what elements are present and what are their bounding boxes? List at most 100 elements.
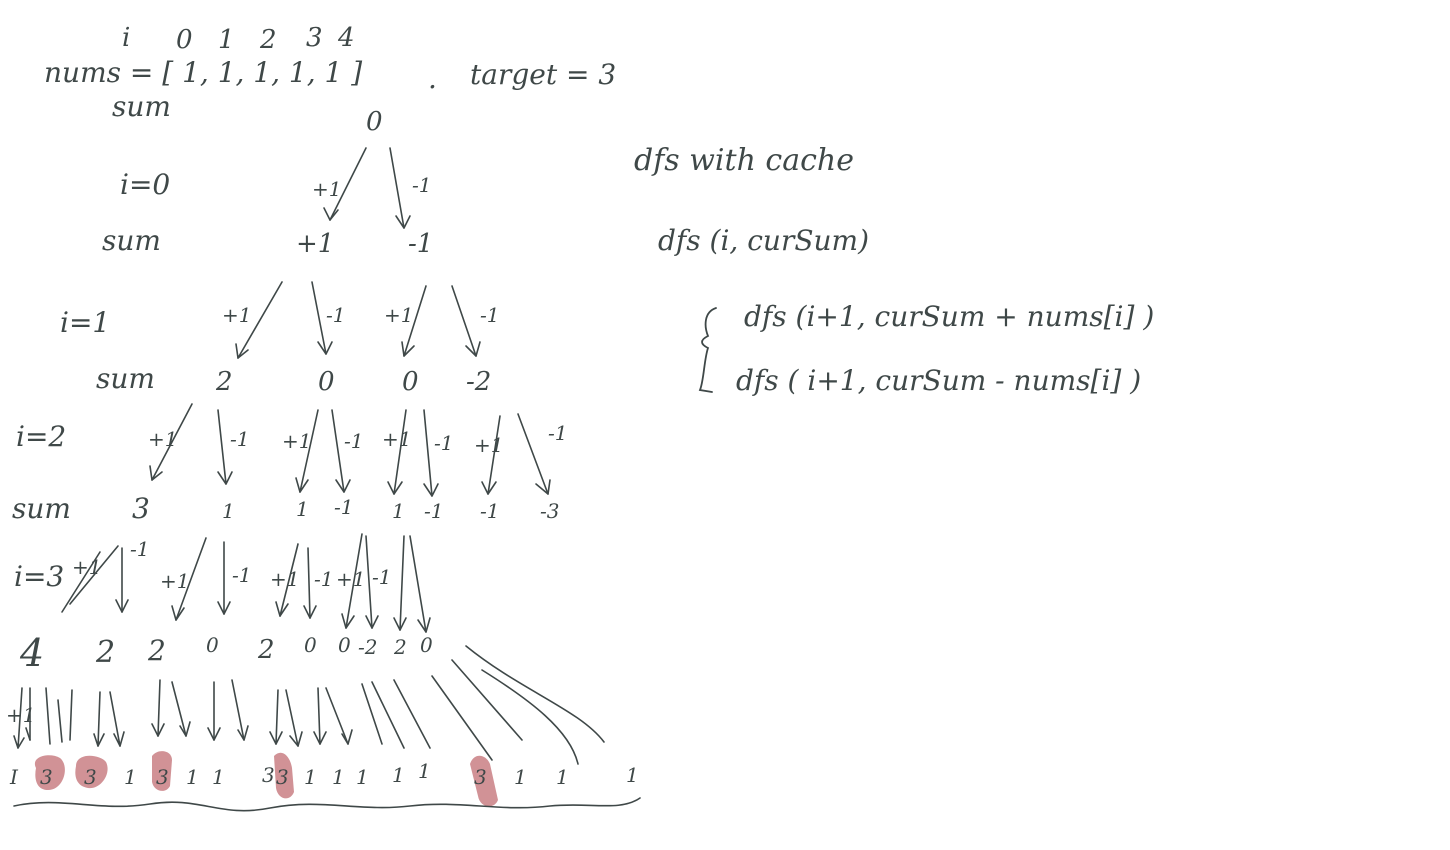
sum-node: -1: [480, 499, 499, 523]
notes-title: dfs with cache: [634, 143, 854, 178]
arrowhead: [417, 617, 431, 633]
arrowhead: [317, 341, 333, 355]
arrowhead: [217, 601, 231, 615]
leaf-node: 2: [147, 634, 166, 667]
edge-label: -1: [232, 563, 251, 587]
arrowhead: [149, 465, 163, 481]
highlight-mark: [470, 755, 498, 807]
edge-l3: [365, 535, 373, 629]
edge-label: +1: [282, 429, 311, 453]
edge-label: +1: [474, 433, 503, 457]
sum-node: 0: [402, 367, 419, 397]
sum-node: -3: [540, 499, 559, 523]
edge-l3: [61, 545, 119, 613]
edge-l2: [217, 409, 227, 485]
arrowhead: [481, 481, 497, 495]
leaf-node: 4: [19, 631, 44, 675]
edge-label: -1: [314, 567, 333, 591]
leaf-node: 0: [338, 633, 351, 657]
final-leaf: 1: [332, 765, 345, 789]
sum-node: 3: [132, 492, 150, 525]
level-2-sum-label: sum: [12, 492, 71, 525]
dfs-signature: dfs (i, curSum): [658, 224, 869, 257]
edge-label: +1: [72, 555, 101, 579]
edge-l2: [423, 409, 433, 497]
level-3-index-label: i=3: [14, 560, 64, 593]
edge-l1: [403, 285, 427, 357]
index-4: 4: [337, 23, 355, 53]
final-leaf: 1: [418, 759, 431, 783]
bottom-boundary: [13, 797, 641, 812]
arrowhead: [395, 215, 411, 229]
edge-label: +1: [160, 569, 189, 593]
edge-label: -1: [326, 303, 345, 327]
highlight-mark: [274, 752, 294, 799]
final-leaf: 1: [626, 763, 639, 787]
edge-label: +1: [384, 303, 413, 327]
edge-l1: [451, 285, 477, 357]
final-leaf: 1: [556, 765, 569, 789]
leaf-node: 0: [304, 633, 317, 657]
edge-l2: [151, 403, 193, 481]
final-leaf: 3: [84, 765, 97, 789]
final-leaf: 3: [262, 763, 275, 787]
highlight-mark: [75, 755, 108, 789]
final-leaf: 3: [156, 765, 169, 789]
edge-l3: [399, 535, 405, 631]
level-1-index-label: i=1: [60, 306, 110, 339]
arrowhead: [387, 481, 403, 495]
arrowhead: [465, 341, 481, 357]
arrowhead: [217, 471, 233, 485]
arrowhead: [393, 617, 407, 631]
leaf-node: 2: [95, 635, 115, 670]
arrowhead: [13, 721, 353, 749]
final-leaf: 3: [276, 765, 289, 789]
edge-l2: [331, 409, 345, 493]
dfs-minus-branch: dfs ( i+1, curSum - nums[i] ): [736, 364, 1141, 397]
sum-node: -1: [408, 229, 433, 259]
arrowhead: [365, 615, 379, 629]
final-leaf: 1: [212, 765, 225, 789]
final-leaf: 1: [392, 763, 405, 787]
edge-l3: [345, 533, 363, 629]
arrowhead: [295, 477, 309, 493]
sum-node: 1: [222, 499, 235, 523]
edge-label: -1: [480, 303, 499, 327]
edge-l0-minus: [389, 147, 405, 229]
edge-label: -1: [434, 431, 453, 455]
edge-label: -1: [548, 421, 567, 445]
final-leaf: 1: [514, 765, 527, 789]
final-leaf: 3: [474, 765, 487, 789]
edge-label: +1: [336, 567, 365, 591]
edge-l3: [279, 543, 299, 617]
root-sum-label: sum: [112, 90, 171, 123]
sum-node: 1: [392, 499, 405, 523]
edge-l2: [393, 409, 407, 495]
level-0-sum-label: sum: [102, 224, 161, 257]
edge-label: +1: [148, 427, 177, 451]
index-3: 3: [306, 23, 323, 53]
edge-label: +1: [312, 177, 341, 201]
edge-l3: [307, 547, 311, 619]
case-brace: [698, 307, 717, 393]
level-0-index-label: i=0: [120, 168, 170, 201]
arrowhead: [303, 605, 317, 619]
arrowhead: [275, 601, 289, 617]
leaf-node: -2: [358, 635, 377, 659]
sum-node: +1: [296, 229, 334, 259]
sum-node: 1: [296, 497, 309, 521]
sum-node: -2: [466, 367, 491, 397]
final-leaf: 3: [40, 765, 53, 789]
edge-l1: [237, 281, 283, 359]
arrowhead: [335, 479, 351, 493]
index-label: i: [122, 23, 130, 53]
arrowhead: [535, 479, 551, 495]
edge-label: -1: [344, 429, 363, 453]
index-1: 1: [218, 25, 235, 55]
root-node: 0: [366, 107, 383, 137]
arrowhead: [401, 341, 415, 357]
dfs-plus-branch: dfs (i+1, curSum + nums[i] ): [744, 300, 1154, 333]
arrowhead: [341, 613, 355, 629]
